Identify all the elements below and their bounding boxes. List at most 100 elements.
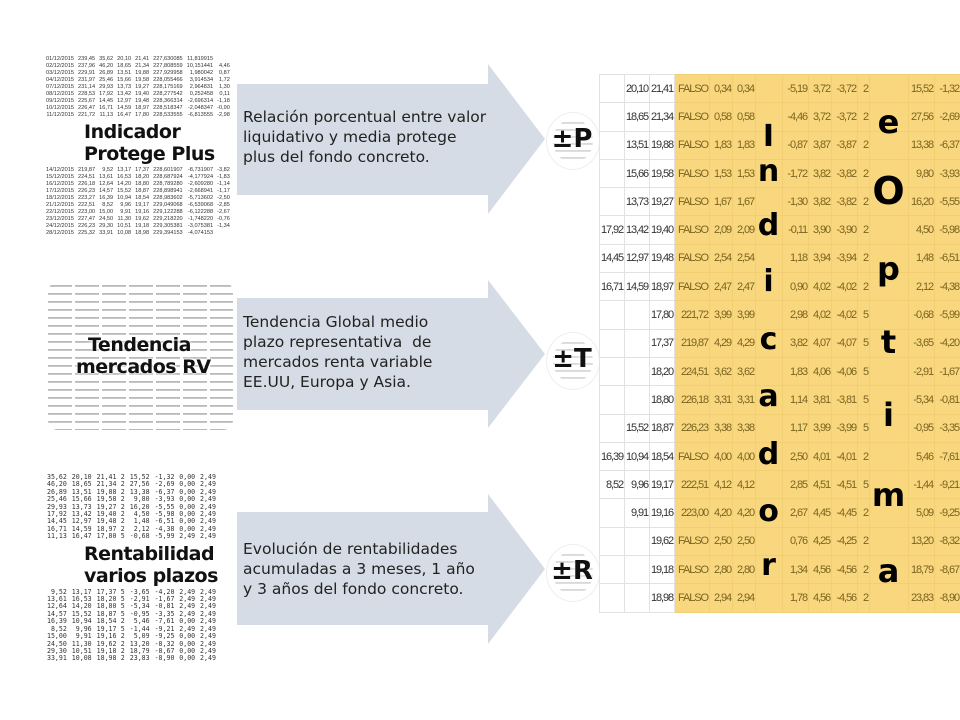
table-cell: 17,37 — [96, 587, 117, 596]
table-cell: 15,66 — [624, 158, 650, 189]
table-cell: 2,49 — [200, 639, 216, 648]
table-cell: 2,49 — [200, 517, 216, 526]
indicador-letter: r — [761, 548, 776, 583]
table-cell: 16,20 — [129, 502, 150, 511]
table-cell: 229,049068 — [153, 202, 183, 208]
table-cell: -4,45 — [831, 498, 858, 528]
table-cell: 2,94 — [709, 583, 733, 613]
table-cell: 2,49 — [200, 502, 216, 511]
table-cell — [624, 356, 650, 387]
indicador-letter: i — [763, 264, 774, 299]
table-cell: -4,02 — [831, 300, 858, 330]
table-cell: 228,055466 — [153, 77, 183, 83]
table-cell — [599, 73, 625, 104]
table-cell: 3,99 — [709, 300, 733, 330]
table-cell: 0,00 — [179, 617, 196, 626]
table-cell: 01/12/2015 — [46, 56, 74, 62]
table-cell: 18,20 — [649, 356, 675, 387]
table-cell: 18,98 — [96, 654, 117, 663]
optima-letter: t — [880, 323, 897, 361]
table-cell: FALSO — [674, 526, 710, 557]
table-cell: 10,51 — [117, 223, 132, 229]
arrow-shape — [237, 494, 545, 644]
table-cell: 4,00 — [709, 441, 733, 472]
table-cell: 2 — [857, 215, 870, 245]
letter-column-cell — [755, 356, 783, 387]
table-cell: -0,68 — [129, 532, 150, 541]
table-cell: 223,00 — [78, 209, 96, 215]
table-cell: -3,65 — [129, 587, 150, 596]
table-cell: 13,42 — [624, 215, 650, 245]
table-cell: 2,49 — [200, 624, 216, 633]
table-cell: FALSO — [674, 243, 710, 274]
table-cell: 4,45 — [808, 498, 832, 528]
table-cell: 33,91 — [46, 654, 67, 663]
indicador-letter: c — [759, 322, 778, 357]
table-cell: 1,67 — [709, 187, 733, 217]
table-cell: 18,20 — [135, 174, 150, 180]
table-cell: 16/12/2015 — [46, 181, 74, 187]
table-cell: 237,96 — [78, 63, 96, 69]
table-cell: 15/12/2015 — [46, 174, 74, 180]
table-cell: 0,00 — [179, 517, 196, 526]
table-cell: 0,00 — [179, 654, 196, 663]
table-cell: 19,48 — [649, 243, 675, 274]
table-cell — [599, 385, 625, 415]
table-cell: 21,34 — [96, 480, 117, 489]
table-cell: 0,00 — [179, 473, 196, 481]
table-cell: 15,52 — [71, 609, 92, 618]
label-line: Tendencia — [88, 334, 191, 356]
table-cell: -6,37 — [934, 130, 960, 160]
table-cell: 18,79 — [129, 646, 150, 655]
table-cell: -8,90 — [154, 654, 175, 663]
table-cell: 2 — [120, 473, 125, 481]
table-cell: 29,30 — [46, 646, 67, 655]
letter-column-cell — [869, 356, 909, 387]
table-cell: -4,51 — [831, 470, 858, 500]
table-cell: -4,074153 — [187, 230, 214, 236]
table-cell: 228,53 — [78, 91, 96, 97]
table-cell: -1,748220 — [187, 216, 214, 222]
letter-column-cell — [869, 526, 909, 557]
table-cell: 4,29 — [709, 328, 733, 358]
table-cell: -0,81 — [934, 385, 960, 415]
table-cell: 14,20 — [117, 181, 132, 187]
table-cell: 222,51 — [674, 470, 710, 500]
table-cell: -9,21 — [154, 624, 175, 633]
letter-column-cell — [869, 102, 909, 132]
table-cell: -4,177924 — [187, 174, 214, 180]
table-cell: 4,12 — [732, 470, 756, 500]
table-cell — [624, 328, 650, 358]
table-cell: 27,56 — [908, 102, 935, 132]
table-cell: 21/12/2015 — [46, 202, 74, 208]
table-cell: 3,82 — [808, 187, 832, 217]
table-cell: 19,18 — [649, 555, 675, 585]
table-cell: 23,83 — [129, 654, 150, 663]
table-cell — [599, 413, 625, 443]
table-cell: 33,91 — [99, 230, 114, 236]
optima-letter: O — [872, 169, 905, 213]
table-cell: 13,73 — [624, 187, 650, 217]
table-cell: 11/12/2015 — [46, 112, 74, 118]
table-cell: 2 — [120, 495, 125, 504]
table-cell: 19,62 — [96, 639, 117, 648]
indicador-letter: d — [757, 208, 780, 243]
table-cell: 3,38 — [732, 413, 756, 443]
table-cell: FALSO — [674, 102, 710, 132]
table-cell: 11,819915 — [187, 56, 214, 62]
optima-letter: a — [877, 552, 900, 590]
table-cell: 224,51 — [78, 174, 96, 180]
table-cell: 219,87 — [78, 167, 96, 173]
table-cell: 15,66 — [71, 495, 92, 504]
table-cell: 19,18 — [135, 223, 150, 229]
table-cell: 2,49 — [200, 510, 216, 519]
table-cell: 19,17 — [649, 470, 675, 500]
table-cell: 15,52 — [129, 473, 150, 481]
arrow-protege-description: Relación porcentual entre valor liquidat… — [237, 64, 547, 214]
